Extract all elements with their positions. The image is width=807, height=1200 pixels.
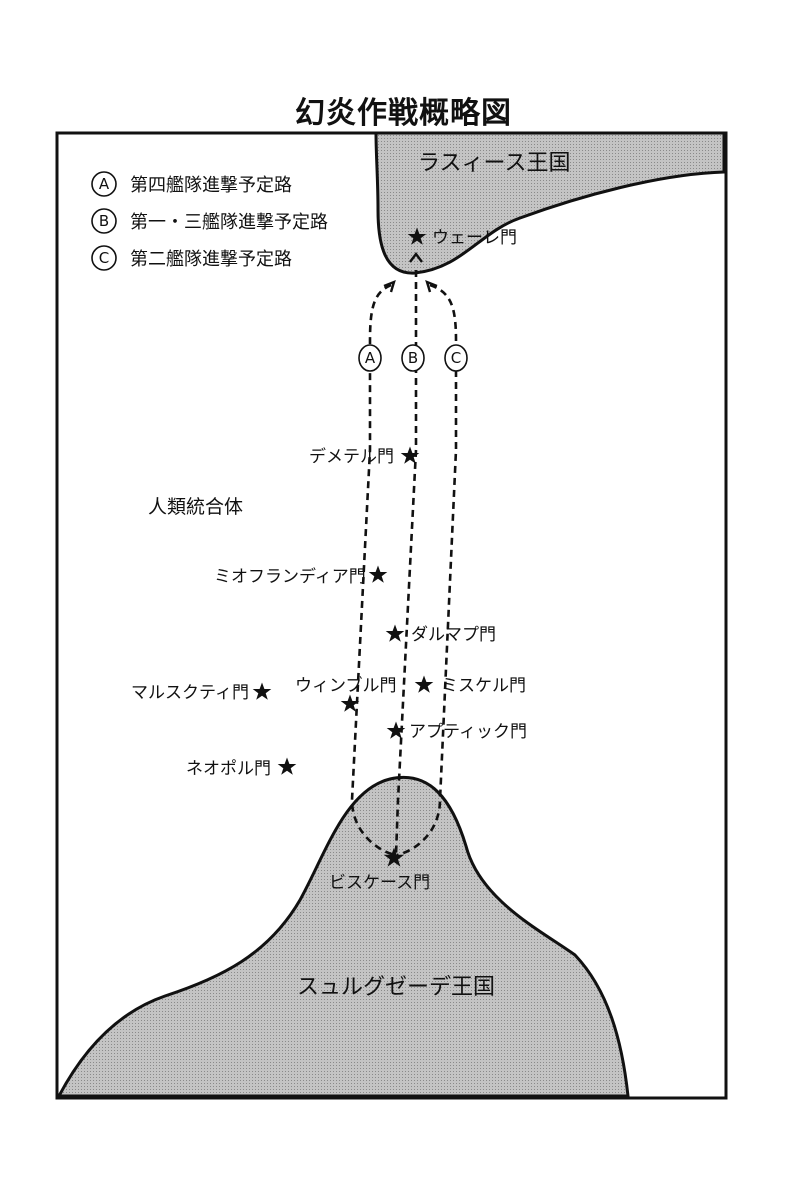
gate-winbul-label: ウィンブル門 [295, 675, 397, 696]
route-label-c: C [444, 344, 468, 372]
territory-south [56, 776, 630, 1098]
svg-text:A: A [365, 349, 376, 367]
svg-text:B: B [408, 349, 418, 367]
region-north-label: ラスィース王国 [418, 151, 570, 176]
legend-item-c: C 第二艦隊進撃予定路 [91, 245, 292, 271]
route-label-a: A [358, 344, 382, 372]
gate-miofrandia-label: ミオフランディア門 [214, 566, 366, 587]
gate-darmap-label: ダルマプ門 [411, 625, 496, 645]
arrowhead-b [409, 252, 423, 263]
route-a [350, 283, 396, 857]
gate-marsukuti-label: マルスクティ門 [131, 683, 249, 703]
gate-miskel-label: ミスケル門 [441, 676, 526, 696]
legend-item-a: A 第四艦隊進撃予定路 [91, 171, 292, 197]
svg-text:B: B [99, 212, 109, 230]
arrowhead-c [425, 279, 438, 293]
circled-letter-icon [91, 171, 117, 197]
route-b [394, 270, 418, 856]
circled-letter-icon [91, 208, 117, 234]
legend-text-a: 第四艦隊進撃予定路 [130, 175, 292, 196]
legend-text-b: 第一・三艦隊進撃予定路 [130, 212, 328, 233]
gate-biskes-label: ビスケース門 [329, 873, 430, 893]
route-c [396, 283, 458, 857]
region-bloc-label: 人類統合体 [148, 496, 243, 518]
svg-text:A: A [99, 175, 110, 193]
region-south-label: スュルグゼーデ王国 [297, 975, 495, 1000]
legend: A 第四艦隊進撃予定路 B 第一・三艦隊進撃予定路 C 第二艦隊進撃予定路 [91, 171, 328, 271]
svg-text:C: C [451, 349, 461, 367]
gate-demeter-label: デメテル門 [309, 446, 394, 467]
gate-aptic-label: アプティック門 [409, 722, 527, 742]
route-label-b: B [401, 344, 425, 372]
legend-text-c: 第二艦隊進撃予定路 [130, 249, 292, 270]
svg-text:C: C [99, 249, 109, 267]
arrowhead-a [383, 279, 396, 293]
territory-north [374, 131, 726, 275]
circled-letter-icon [91, 245, 117, 271]
gate-weire-label: ウェーレ門 [432, 228, 517, 248]
map-title: 幻炎作戦概略図 [295, 96, 512, 131]
legend-item-b: B 第一・三艦隊進撃予定路 [91, 208, 328, 234]
gate-neopol-label: ネオポル門 [186, 759, 271, 779]
